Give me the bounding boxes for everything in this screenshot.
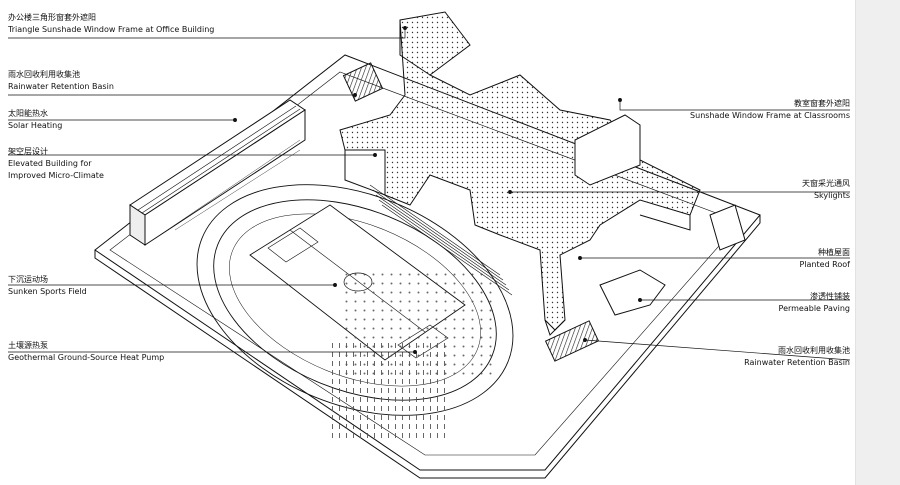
label-rainwater-basin-bottom: 雨水回收利用收集池 Rainwater Retention Basin bbox=[744, 345, 850, 369]
rainwater-basin-bottom-shape bbox=[544, 320, 600, 362]
label-en: Rainwater Retention Basin bbox=[744, 358, 850, 367]
label-zh: 太阳能热水 bbox=[8, 109, 48, 118]
label-geothermal: 土壤源热泵 Geothermal Ground-Source Heat Pump bbox=[8, 340, 164, 364]
label-zh: 办公楼三角形窗套外遮阳 bbox=[8, 13, 96, 22]
label-zh: 土壤源热泵 bbox=[8, 341, 48, 350]
label-rainwater-basin-top: 雨水回收利用收集池 Rainwater Retention Basin bbox=[8, 69, 114, 93]
label-en-line2: Improved Micro-Climate bbox=[8, 171, 104, 180]
terraced-steps bbox=[369, 184, 513, 296]
label-triangle-sunshade: 办公楼三角形窗套外遮阳 Triangle Sunshade Window Fra… bbox=[8, 12, 214, 36]
label-en: Solar Heating bbox=[8, 121, 63, 130]
label-en: Skylights bbox=[813, 191, 850, 200]
label-en: Rainwater Retention Basin bbox=[8, 82, 114, 91]
label-zh: 教室窗套外遮阳 bbox=[794, 99, 850, 108]
label-zh: 雨水回收利用收集池 bbox=[8, 70, 80, 79]
label-en: Sunshade Window Frame at Classrooms bbox=[690, 111, 850, 120]
planted-roof-mass bbox=[339, 11, 701, 336]
label-planted-roof: 种植屋面 Planted Roof bbox=[799, 247, 850, 271]
label-permeable-paving: 渗透性铺装 Permeable Paving bbox=[779, 291, 850, 315]
label-sunken-field: 下沉运动场 Sunken Sports Field bbox=[8, 274, 87, 298]
label-classroom-sunshade: 教室窗套外遮阳 Sunshade Window Frame at Classro… bbox=[690, 98, 850, 122]
label-en: Permeable Paving bbox=[778, 304, 850, 313]
solar-heating-building bbox=[129, 99, 306, 246]
classroom-wing bbox=[574, 114, 746, 316]
label-zh: 种植屋面 bbox=[818, 248, 850, 257]
label-zh: 下沉运动场 bbox=[8, 275, 48, 284]
label-en: Geothermal Ground-Source Heat Pump bbox=[8, 353, 165, 362]
label-elevated-building: 架空层设计 Elevated Building for Improved Mic… bbox=[8, 146, 104, 182]
label-skylights: 天窗采光通风 Skylights bbox=[802, 178, 850, 202]
label-solar-heating: 太阳能热水 Solar Heating bbox=[8, 108, 62, 132]
rainwater-basin-top-shape bbox=[342, 62, 384, 102]
label-zh: 架空层设计 bbox=[8, 147, 48, 156]
leader-lines-left bbox=[8, 26, 417, 354]
label-en: Triangle Sunshade Window Frame at Office… bbox=[8, 25, 215, 34]
label-zh: 渗透性铺装 bbox=[810, 292, 850, 301]
leader-lines-right bbox=[508, 98, 851, 361]
page-side-margin bbox=[855, 0, 900, 485]
label-en: Elevated Building for bbox=[8, 159, 92, 168]
geothermal-pipes bbox=[330, 340, 450, 440]
label-zh: 天窗采光通风 bbox=[802, 179, 850, 188]
label-en: Sunken Sports Field bbox=[8, 287, 87, 296]
label-en: Planted Roof bbox=[799, 260, 850, 269]
label-zh: 雨水回收利用收集池 bbox=[778, 346, 850, 355]
